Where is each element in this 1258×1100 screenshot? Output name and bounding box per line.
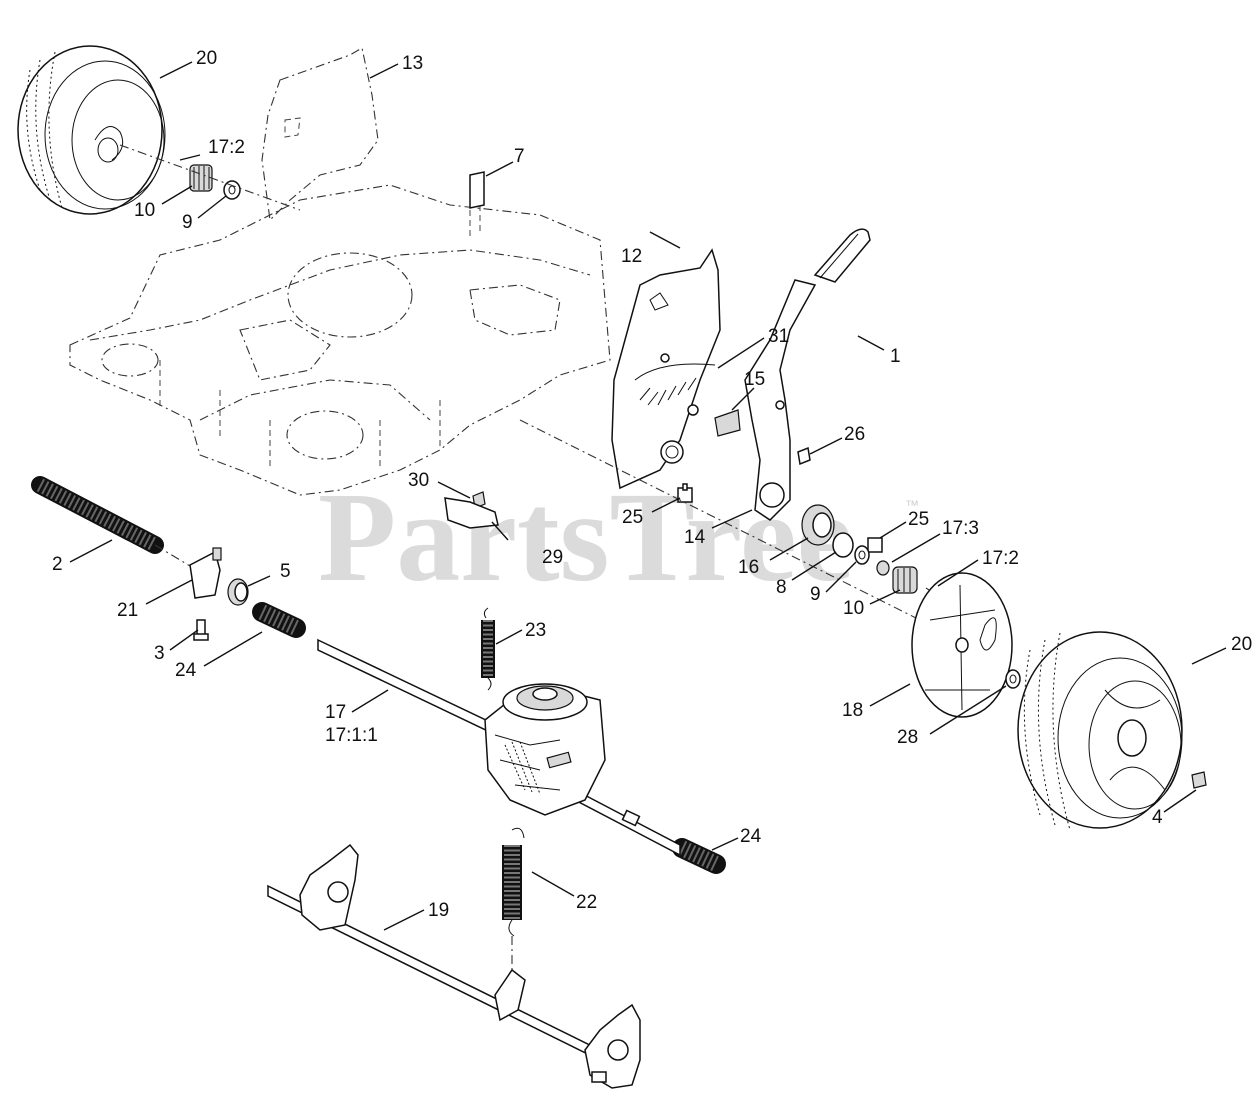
callout-17-3: 17:3 <box>942 518 979 539</box>
part-20-left-wheel <box>17 45 166 215</box>
part-24-left-sleeve <box>252 602 306 638</box>
callout-20: 20 <box>196 48 217 69</box>
part-4-nut <box>1191 771 1207 789</box>
part-14-lever-arm <box>744 279 817 521</box>
callout-31: 31 <box>768 326 789 347</box>
watermark-tm: ™ <box>905 497 919 513</box>
part-9-left-washer <box>223 180 241 200</box>
callout-28: 28 <box>897 727 918 748</box>
part-21-bracket <box>189 547 222 599</box>
part-26-bolt <box>797 446 811 466</box>
callout-24-b: 24 <box>740 826 762 847</box>
part-17-3-pin <box>876 560 890 576</box>
callout-13: 13 <box>402 53 423 74</box>
chassis-outline <box>69 184 611 496</box>
part-15-pad <box>714 409 741 437</box>
part-8-spacer <box>832 532 854 558</box>
part-19-height-bar <box>267 843 641 1089</box>
part-13-side-plate <box>261 47 379 222</box>
callout-20-b: 20 <box>1231 634 1252 655</box>
part-17-transmission <box>484 683 606 816</box>
callout-12: 12 <box>621 246 642 267</box>
part-24-right-sleeve <box>672 838 726 874</box>
callout-labels: 20 13 17:2 7 10 9 12 31 1 15 26 30 25 14… <box>52 48 1252 921</box>
callout-21: 21 <box>117 600 138 621</box>
callout-9-b: 9 <box>810 584 821 605</box>
part-22-large-spring <box>502 827 525 975</box>
part-1-lever-grip <box>813 228 871 283</box>
callout-22: 22 <box>576 892 597 913</box>
part-10-left-pinion <box>189 164 213 192</box>
part-28-washer <box>1005 669 1021 689</box>
callout-17-2: 17:2 <box>208 137 245 158</box>
callout-29: 29 <box>542 547 563 568</box>
part-12-height-plate <box>611 248 721 490</box>
part-16-bearing <box>801 504 835 546</box>
callout-17-2-b: 17:2 <box>982 548 1019 569</box>
part-7-clip <box>469 171 485 209</box>
callout-30: 30 <box>408 470 429 491</box>
callout-17: 17 <box>325 702 346 723</box>
callout-10: 10 <box>134 200 155 221</box>
part-5-bushing <box>227 578 249 606</box>
callout-3: 3 <box>154 643 165 664</box>
part-23-small-spring <box>481 607 495 691</box>
part-2-long-spring <box>31 476 164 554</box>
callout-7: 7 <box>514 146 525 167</box>
part-25-bolt-b <box>867 537 883 553</box>
left-axle-centerline <box>119 144 301 211</box>
callout-14: 14 <box>684 527 706 548</box>
callout-8: 8 <box>776 577 787 598</box>
part-10-right-pinion <box>892 566 918 594</box>
part-29-bracket <box>444 497 499 529</box>
callout-17-1-1: 17:1:1 <box>325 725 378 746</box>
callout-18: 18 <box>842 700 863 721</box>
part-9-right-washer <box>854 545 870 565</box>
callout-9: 9 <box>182 212 193 233</box>
callout-2: 2 <box>52 554 63 575</box>
callout-15: 15 <box>744 369 765 390</box>
callout-19: 19 <box>428 900 449 921</box>
callout-24: 24 <box>175 660 197 681</box>
callout-26: 26 <box>844 424 865 445</box>
part-3-screw <box>193 619 209 641</box>
callout-4: 4 <box>1152 807 1163 828</box>
callout-10-b: 10 <box>843 598 864 619</box>
part-18-gear-cover <box>911 572 1013 718</box>
part-25-bolt-a <box>677 483 693 503</box>
callout-23: 23 <box>525 620 546 641</box>
callout-1: 1 <box>890 346 901 367</box>
leader-lines <box>69 61 1227 931</box>
part-20-right-wheel <box>1017 631 1183 831</box>
callout-5: 5 <box>280 561 291 582</box>
right-axle-centerline <box>519 419 961 641</box>
callout-25: 25 <box>622 507 643 528</box>
callout-25-b: 25 <box>908 509 929 530</box>
callout-16: 16 <box>738 557 759 578</box>
